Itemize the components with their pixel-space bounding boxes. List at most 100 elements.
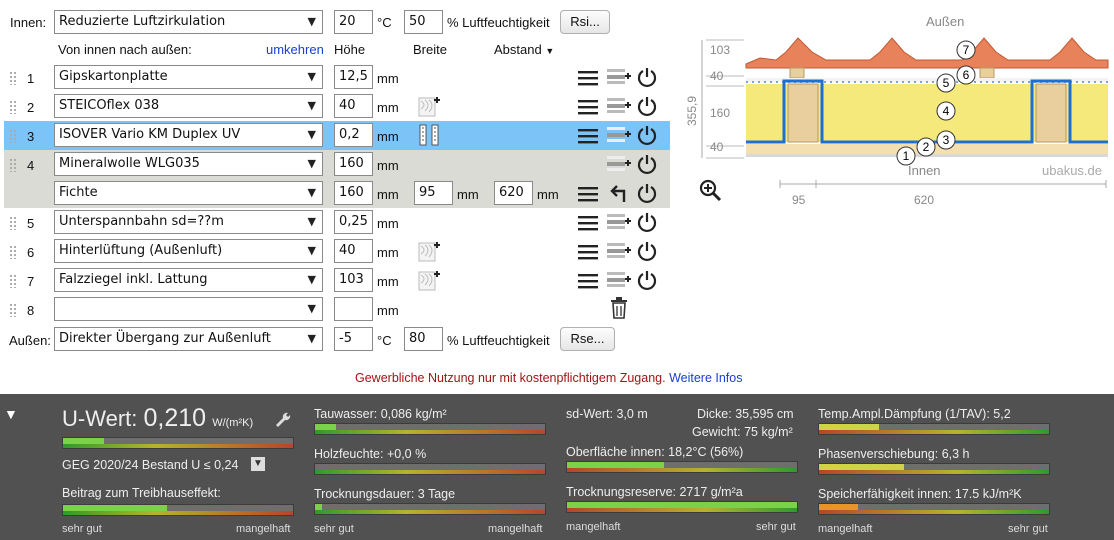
condensation-bar	[314, 423, 546, 435]
add-stud-icon[interactable]	[418, 240, 440, 262]
wrench-icon[interactable]	[274, 411, 292, 429]
layer-thickness-input[interactable]: 160	[334, 152, 373, 176]
drag-handle-icon[interactable]	[9, 158, 17, 172]
layer-thickness-input[interactable]: 40	[334, 239, 373, 263]
undo-arrow-icon[interactable]	[608, 182, 630, 204]
reverse-link[interactable]: umkehren	[266, 42, 324, 57]
layer-thickness-input[interactable]: 12,5	[334, 65, 373, 89]
stud-thickness-input[interactable]: 160	[334, 181, 373, 205]
layer-marker	[956, 40, 976, 60]
roof-tiles-layer	[745, 37, 1109, 69]
layer-material-select[interactable]: Unterspannbahn sd=??m▼	[54, 210, 323, 234]
chevron-down-icon: ▼	[307, 157, 316, 170]
chevron-down-icon: ▼	[307, 99, 316, 112]
menu-icon[interactable]	[577, 214, 599, 232]
bar-scale	[315, 470, 545, 474]
add-stud-icon[interactable]	[418, 95, 440, 117]
drag-handle-icon[interactable]	[9, 303, 17, 317]
inside-humidity-input[interactable]: 50	[404, 10, 443, 34]
rsi-button[interactable]: Rsi...	[560, 10, 610, 34]
add-layer-icon[interactable]	[606, 95, 632, 115]
layer-marker	[896, 146, 916, 166]
layer-thickness-input[interactable]: 103	[334, 268, 373, 292]
drying-time-bar	[314, 503, 546, 515]
inside-temp-input[interactable]: 20	[334, 10, 373, 34]
greenhouse-bar	[62, 504, 294, 516]
layer-material-select[interactable]: STEICOflex 038▼	[54, 94, 323, 118]
drying-reserve-bar-fill	[567, 502, 797, 508]
more-info-link[interactable]: Weitere Infos	[669, 371, 743, 385]
layer-material-select[interactable]: ISOVER Vario KM Duplex UV▼	[54, 123, 323, 147]
drag-handle-icon[interactable]	[9, 274, 17, 288]
geg-dropdown-icon[interactable]: ▼	[251, 457, 265, 471]
layer-material-select[interactable]: Gipskartonplatte▼	[54, 65, 323, 89]
add-layer-icon[interactable]	[606, 240, 632, 260]
distance-header[interactable]: Abstand ▼	[494, 42, 554, 57]
drag-handle-icon[interactable]	[9, 71, 17, 85]
dim-label: 103	[710, 43, 730, 57]
condensation-bar-fill	[315, 424, 336, 430]
chevron-down-icon: ▼	[307, 70, 316, 83]
rse-button[interactable]: Rse...	[560, 327, 615, 351]
drag-handle-icon[interactable]	[9, 216, 17, 230]
chevron-down-icon: ▼	[307, 186, 316, 199]
power-icon[interactable]	[636, 211, 658, 233]
stud-material-select[interactable]: Fichte▼	[54, 181, 323, 205]
menu-icon[interactable]	[577, 272, 599, 290]
add-layer-icon[interactable]	[606, 211, 632, 231]
stud-distance-input[interactable]: 620	[494, 181, 533, 205]
stud-distance-unit: mm	[537, 187, 559, 202]
menu-icon[interactable]	[577, 98, 599, 116]
layer-thickness-input[interactable]: 0,2	[334, 123, 373, 147]
layer-thickness-unit: mm	[377, 158, 399, 173]
power-icon[interactable]	[636, 153, 658, 175]
collapse-toggle-icon[interactable]: ▼	[4, 406, 18, 422]
layer-number: 1	[27, 71, 35, 86]
layer-marker-label: 3	[943, 133, 950, 147]
add-layer-icon[interactable]	[606, 269, 632, 289]
layer-material-select[interactable]: ▼	[54, 297, 323, 321]
zoom-in-icon[interactable]	[698, 178, 722, 202]
inside-condition-select[interactable]: Reduzierte Luftzirkulation▼	[54, 10, 323, 34]
outside-temp-input[interactable]: -5	[334, 327, 373, 351]
add-layer-icon[interactable]	[606, 153, 632, 173]
chevron-down-icon: ▼	[307, 15, 316, 28]
total-height-label: 355,9	[685, 96, 699, 126]
add-stud-icon[interactable]	[418, 269, 440, 291]
stud-width-input[interactable]: 95	[414, 181, 453, 205]
surface-temp-bar	[566, 461, 798, 473]
layer-thickness-input[interactable]: 40	[334, 94, 373, 118]
drag-handle-icon[interactable]	[9, 245, 17, 259]
power-icon[interactable]	[636, 182, 658, 204]
stud	[787, 83, 819, 143]
layer-material-select[interactable]: Falzziegel inkl. Lattung▼	[54, 268, 323, 292]
menu-icon[interactable]	[577, 127, 599, 145]
layer-thickness-unit: mm	[377, 100, 399, 115]
batten	[789, 67, 805, 79]
add-layer-icon[interactable]	[606, 124, 632, 144]
power-icon[interactable]	[636, 66, 658, 88]
stud-thickness-unit: mm	[377, 187, 399, 202]
menu-icon[interactable]	[577, 243, 599, 261]
chevron-down-icon: ▼	[307, 302, 316, 315]
outside-humidity-input[interactable]: 80	[404, 327, 443, 351]
trash-icon[interactable]	[610, 297, 628, 319]
layer-thickness-input[interactable]: 0,25	[334, 210, 373, 234]
power-icon[interactable]	[636, 124, 658, 146]
layer-material-select[interactable]: Hinterlüftung (Außenluft)▼	[54, 239, 323, 263]
scale-good-label: sehr gut	[1008, 523, 1048, 535]
menu-icon[interactable]	[577, 69, 599, 87]
drag-handle-icon[interactable]	[9, 100, 17, 114]
power-icon[interactable]	[636, 95, 658, 117]
layer-thickness-input[interactable]	[334, 297, 373, 321]
outside-condition-select[interactable]: Direkter Übergang zur Außenluft▼	[54, 327, 323, 351]
add-layer-icon[interactable]	[606, 66, 632, 86]
membrane-stud-icon[interactable]	[418, 124, 442, 146]
power-icon[interactable]	[636, 269, 658, 291]
layer-material-select[interactable]: Mineralwolle WLG035▼	[54, 152, 323, 176]
power-icon[interactable]	[636, 240, 658, 262]
layer-marker-label: 7	[963, 43, 970, 57]
condensation-label: Tauwasser: 0,086 kg/m²	[314, 407, 447, 421]
drag-handle-icon[interactable]	[9, 129, 17, 143]
menu-icon[interactable]	[577, 185, 599, 203]
